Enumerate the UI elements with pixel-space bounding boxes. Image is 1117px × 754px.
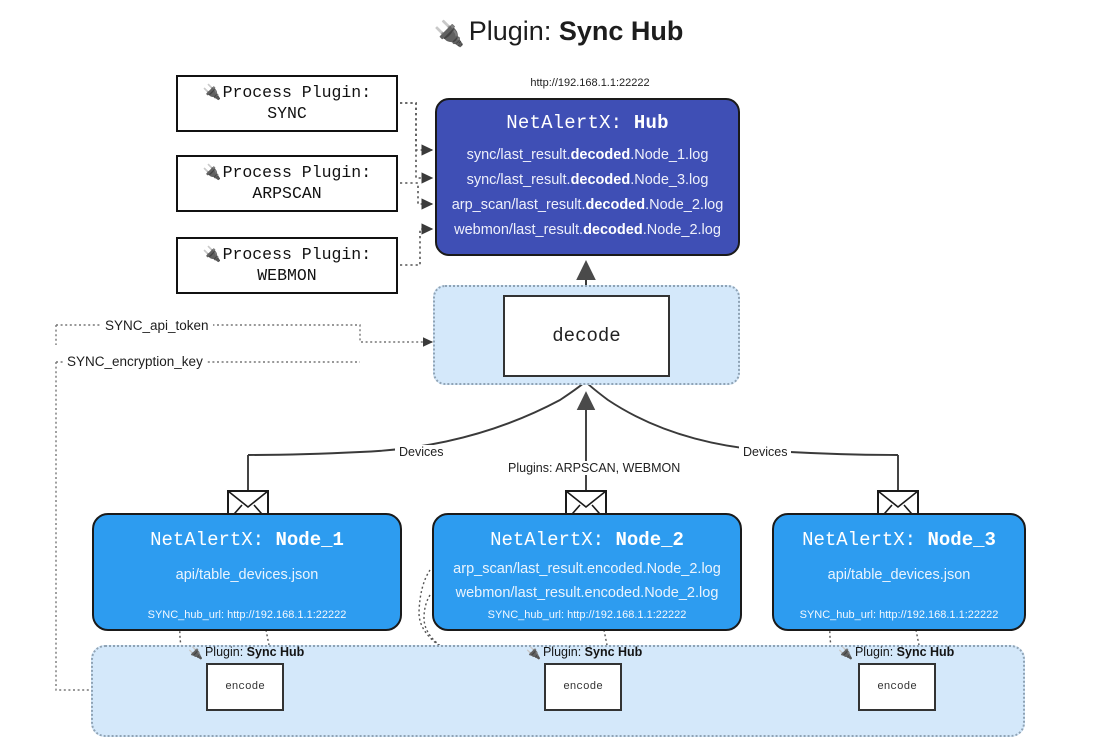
plug-icon: 🔌 bbox=[188, 646, 203, 660]
hub-log-list: sync/last_result.decoded.Node_1.log sync… bbox=[437, 143, 738, 243]
hub-title-prefix: NetAlertX: bbox=[506, 112, 623, 134]
page-title-prefix: Plugin: bbox=[468, 16, 552, 46]
log-post: .Node_3.log bbox=[630, 172, 709, 188]
node-node2[interactable]: NetAlertX: Node_2 arp_scan/last_result.e… bbox=[432, 513, 742, 631]
plug-icon: 🔌 bbox=[202, 163, 222, 182]
hub-url-label: http://192.168.1.1:22222 bbox=[530, 77, 650, 89]
node-hub-url: SYNC_hub_url: http://192.168.1.1:22222 bbox=[147, 609, 347, 621]
process-plugin-label: Process Plugin: bbox=[222, 245, 372, 265]
node-title-prefix: NetAlertX: bbox=[490, 529, 605, 551]
encode-plugin-label-2: 🔌Plugin: Sync Hub bbox=[526, 645, 643, 660]
node-title-name: Node_1 bbox=[275, 529, 344, 551]
node-title-name: Node_2 bbox=[615, 529, 684, 551]
plug-icon: 🔌 bbox=[526, 646, 541, 660]
log-pre: sync/last_result. bbox=[466, 147, 571, 163]
node-hub-url: SYNC_hub_url: http://192.168.1.1:22222 bbox=[799, 609, 999, 621]
hub-log-row: webmon/last_result.decoded.Node_2.log bbox=[437, 218, 738, 243]
log-post: .Node_2.log bbox=[645, 197, 724, 213]
log-pre: sync/last_result. bbox=[466, 172, 571, 188]
hub-node[interactable]: NetAlertX: Hub sync/last_result.decoded.… bbox=[435, 98, 740, 256]
edge-label-devices-left: Devices bbox=[395, 445, 448, 459]
process-plugin-label: Process Plugin: bbox=[222, 163, 372, 183]
node-node1[interactable]: NetAlertX: Node_1 api/table_devices.json… bbox=[92, 513, 402, 631]
hub-title-name: Hub bbox=[633, 112, 669, 134]
edge-label-devices-right: Devices bbox=[739, 445, 792, 459]
log-mid: decoded bbox=[570, 147, 631, 163]
node-title: NetAlertX: Node_1 bbox=[94, 529, 400, 551]
node-line-list: api/table_devices.json bbox=[94, 563, 400, 587]
encode-plugin-name: Sync Hub bbox=[246, 645, 305, 659]
edge-label-plugins: Plugins: ARPSCAN, WEBMON bbox=[504, 461, 685, 475]
log-post: .Node_1.log bbox=[630, 147, 709, 163]
encode-box-3[interactable]: encode bbox=[858, 663, 936, 711]
page-title-name: Sync Hub bbox=[558, 16, 684, 46]
log-mid: decoded bbox=[570, 172, 631, 188]
node-line-list: api/table_devices.json bbox=[774, 563, 1024, 587]
process-plugin-sync[interactable]: 🔌Process Plugin: SYNC bbox=[176, 75, 398, 132]
sync-api-token-label: SYNC_api_token bbox=[101, 318, 213, 333]
process-plugin-webmon[interactable]: 🔌Process Plugin: WEBMON bbox=[176, 237, 398, 294]
log-mid: decoded bbox=[585, 197, 646, 213]
node-title-prefix: NetAlertX: bbox=[150, 529, 265, 551]
process-plugin-name: SYNC bbox=[267, 103, 307, 123]
encode-box-1[interactable]: encode bbox=[206, 663, 284, 711]
process-plugin-arpscan[interactable]: 🔌Process Plugin: ARPSCAN bbox=[176, 155, 398, 212]
hub-log-row: arp_scan/last_result.decoded.Node_2.log bbox=[437, 193, 738, 218]
plug-icon: 🔌 bbox=[838, 646, 853, 660]
node-title-name: Node_3 bbox=[927, 529, 996, 551]
process-plugin-label: Process Plugin: bbox=[222, 83, 372, 103]
sync-encryption-key-label: SYNC_encryption_key bbox=[63, 354, 207, 369]
node-title: NetAlertX: Node_2 bbox=[434, 529, 740, 551]
encode-plugin-prefix: Plugin: bbox=[204, 645, 244, 659]
encode-box-2[interactable]: encode bbox=[544, 663, 622, 711]
node-title: NetAlertX: Node_3 bbox=[774, 529, 1024, 551]
node-line: webmon/last_result.encoded.Node_2.log bbox=[455, 585, 719, 601]
hub-log-row: sync/last_result.decoded.Node_1.log bbox=[437, 143, 738, 168]
process-plugin-name: WEBMON bbox=[257, 265, 317, 285]
hub-title: NetAlertX: Hub bbox=[437, 112, 738, 134]
decode-box[interactable]: decode bbox=[503, 295, 670, 377]
node-line-list: arp_scan/last_result.encoded.Node_2.log … bbox=[434, 557, 740, 605]
node-line: arp_scan/last_result.encoded.Node_2.log bbox=[453, 561, 721, 577]
node-line: api/table_devices.json bbox=[827, 567, 971, 583]
plug-icon: 🔌 bbox=[433, 20, 465, 48]
plug-icon: 🔌 bbox=[202, 83, 222, 102]
encode-plugin-prefix: Plugin: bbox=[542, 645, 582, 659]
encode-plugin-name: Sync Hub bbox=[584, 645, 643, 659]
encode-plugin-label-1: 🔌Plugin: Sync Hub bbox=[188, 645, 305, 660]
hub-log-row: sync/last_result.decoded.Node_3.log bbox=[437, 168, 738, 193]
node-hub-url: SYNC_hub_url: http://192.168.1.1:22222 bbox=[487, 609, 687, 621]
process-plugin-name: ARPSCAN bbox=[252, 183, 322, 203]
page-title: 🔌Plugin: Sync Hub bbox=[0, 16, 1117, 48]
encode-plugin-prefix: Plugin: bbox=[854, 645, 894, 659]
plug-icon: 🔌 bbox=[202, 245, 222, 264]
encode-plugin-name: Sync Hub bbox=[896, 645, 955, 659]
node-line: api/table_devices.json bbox=[175, 567, 319, 583]
log-pre: arp_scan/last_result. bbox=[451, 197, 586, 213]
log-post: .Node_2.log bbox=[642, 222, 721, 238]
log-pre: webmon/last_result. bbox=[454, 222, 584, 238]
node-node3[interactable]: NetAlertX: Node_3 api/table_devices.json… bbox=[772, 513, 1026, 631]
encode-plugin-label-3: 🔌Plugin: Sync Hub bbox=[838, 645, 955, 660]
node-title-prefix: NetAlertX: bbox=[802, 529, 917, 551]
log-mid: decoded bbox=[583, 222, 643, 238]
